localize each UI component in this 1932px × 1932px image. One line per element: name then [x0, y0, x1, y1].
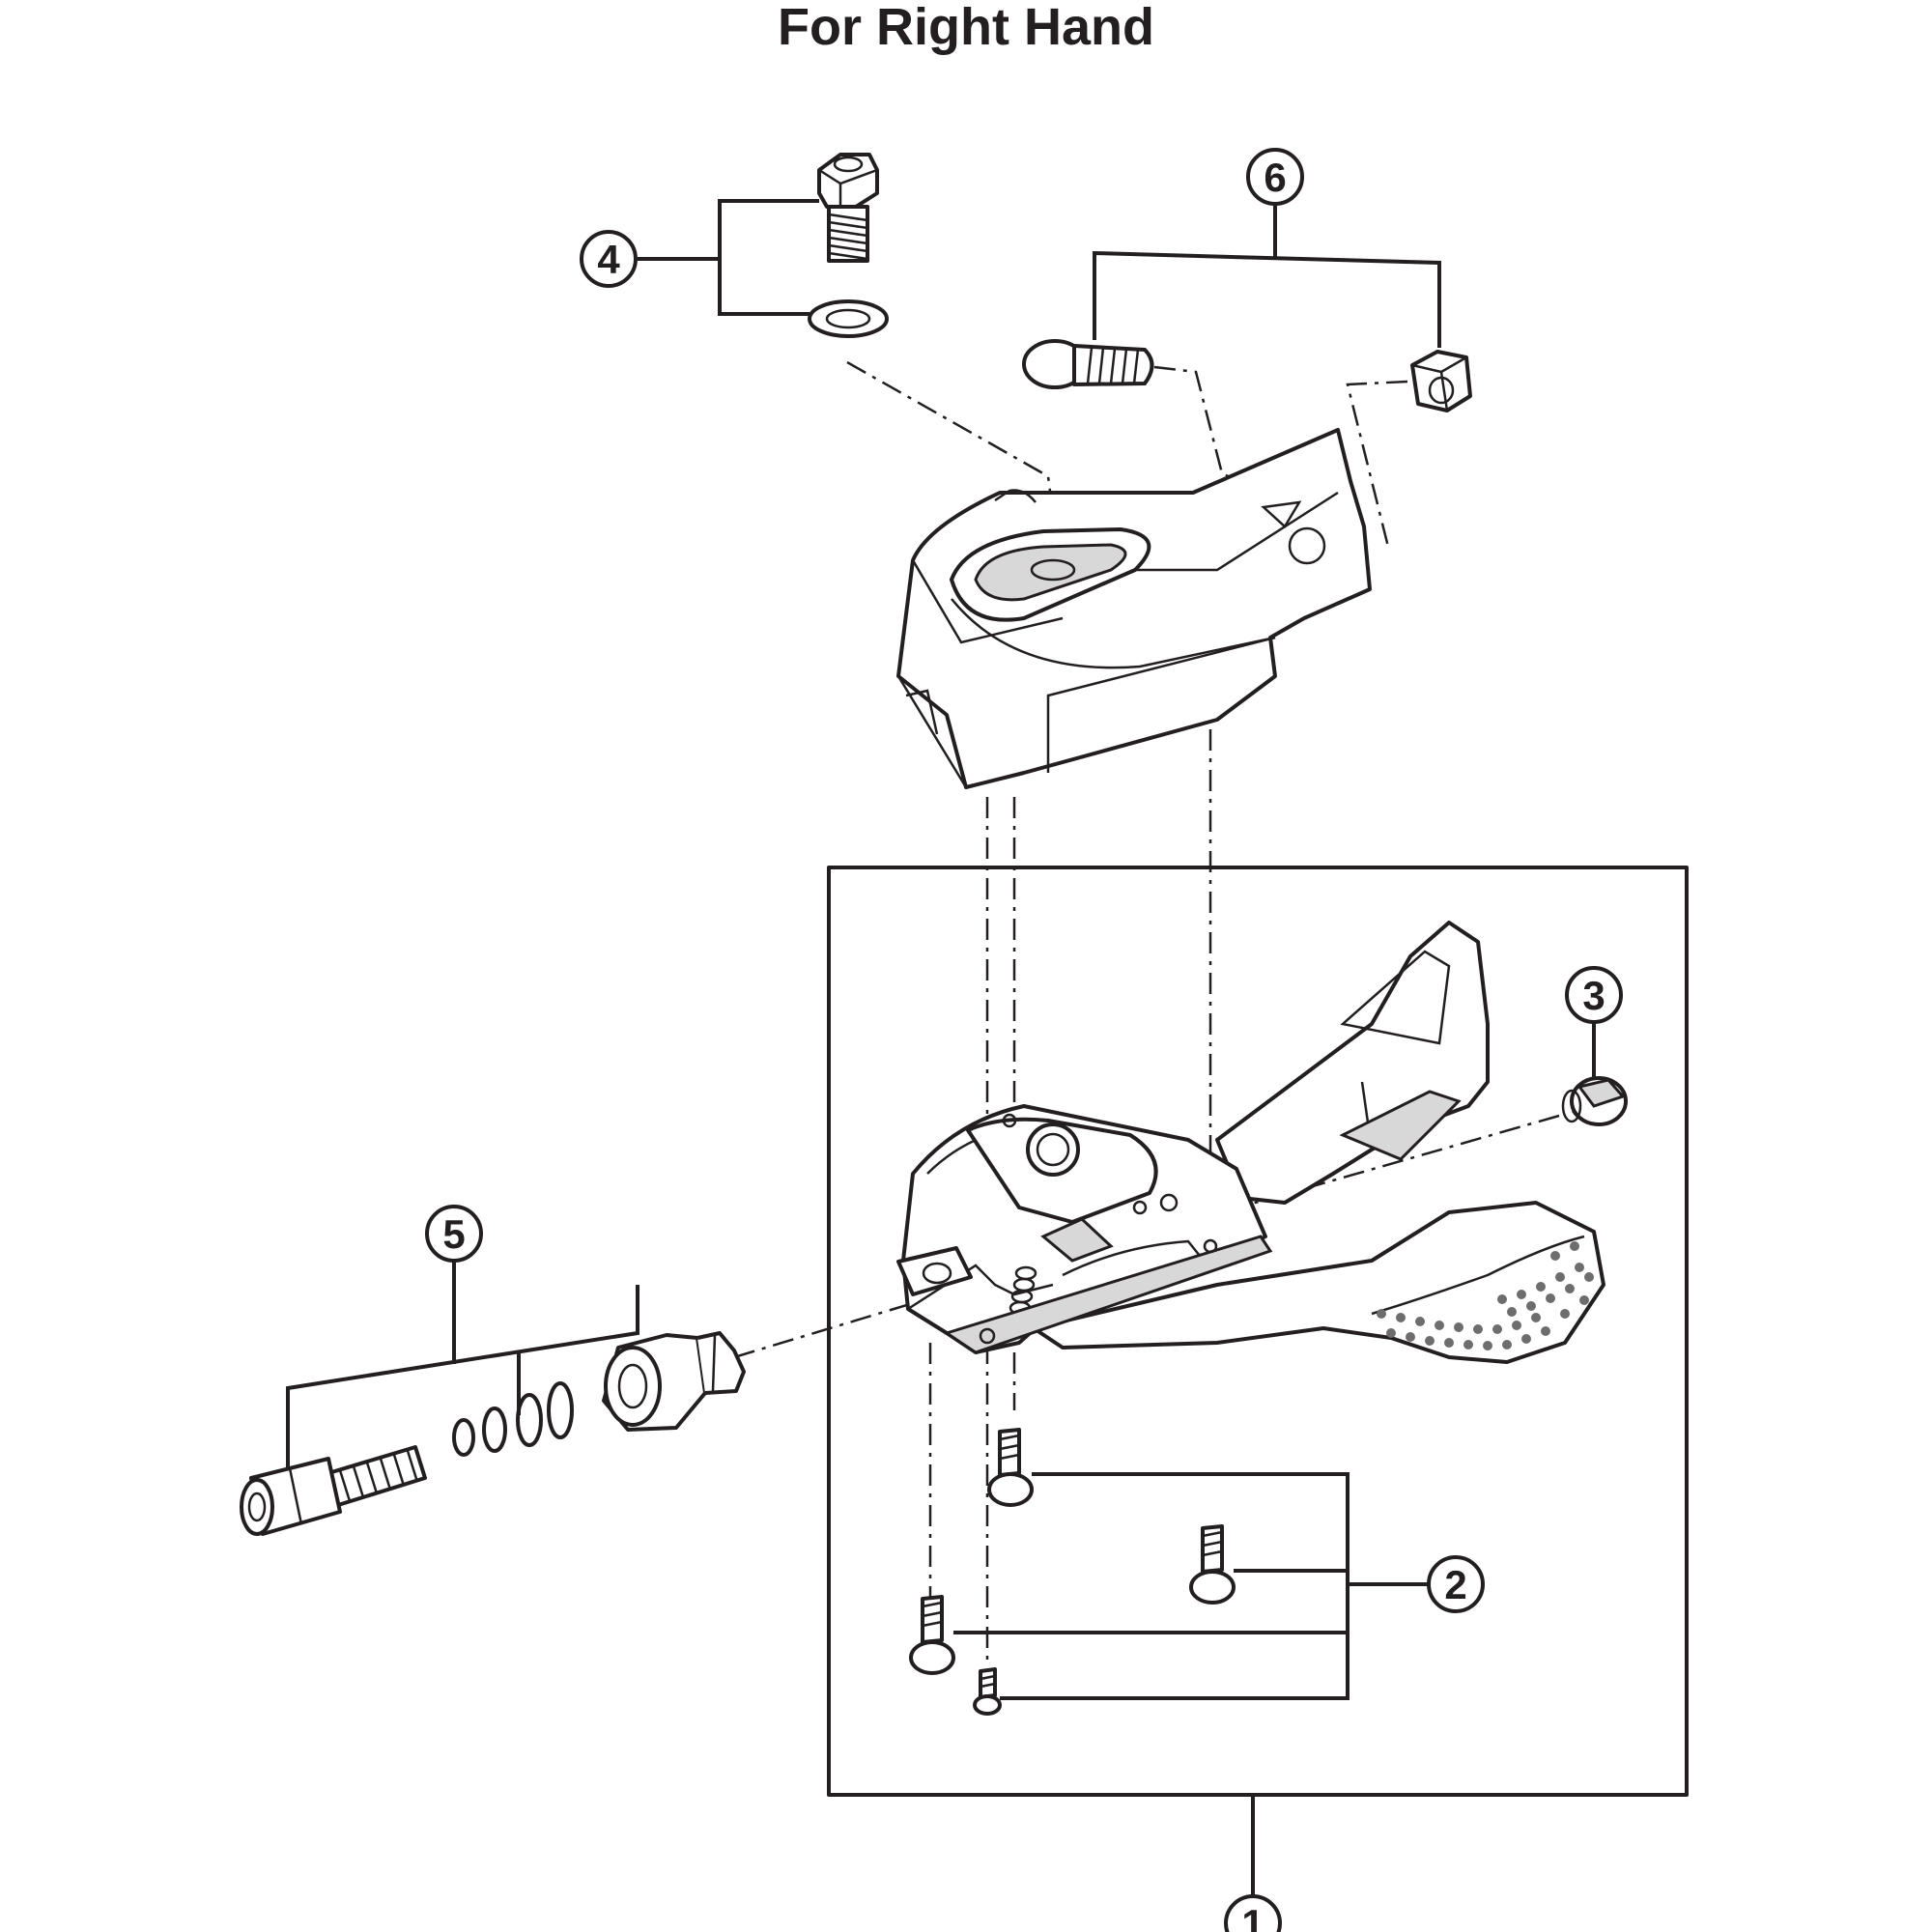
- fixing-screw-1: [987, 1428, 1034, 1507]
- callout-5: 5: [425, 1205, 483, 1263]
- svg-text:1: 1: [1241, 1901, 1264, 1932]
- fixing-screw-3: [909, 1595, 955, 1675]
- adjuster-bolt: [240, 1445, 427, 1536]
- pan-head-bolt: [1022, 339, 1154, 389]
- cable-adjuster-nut: [602, 1331, 746, 1432]
- svg-text:6: 6: [1264, 155, 1286, 200]
- compression-spring: [452, 1381, 574, 1457]
- fixing-screw-4: [973, 1667, 1002, 1716]
- top-cover: [896, 428, 1372, 789]
- cap-screw: [1561, 1076, 1628, 1126]
- diagram-title: For Right Hand: [778, 0, 1154, 56]
- svg-text:4: 4: [597, 237, 620, 282]
- callout-1: 1: [1224, 1894, 1282, 1932]
- fixing-screw-2: [1189, 1524, 1236, 1605]
- bracket-5: [286, 1285, 639, 1468]
- washer: [808, 299, 889, 338]
- callout-4: 4: [580, 230, 638, 288]
- bracket-4: [718, 199, 819, 316]
- bracket-6: [1093, 250, 1441, 348]
- hex-bolt: [817, 153, 879, 263]
- square-nut: [1410, 350, 1472, 412]
- callout-6: 6: [1246, 148, 1304, 206]
- svg-text:2: 2: [1444, 1562, 1466, 1607]
- lever-dimples: [1377, 1241, 1594, 1350]
- shifter-body: [896, 921, 1605, 1364]
- callout-3: 3: [1565, 966, 1623, 1024]
- callout-2: 2: [1427, 1555, 1485, 1613]
- svg-text:3: 3: [1582, 973, 1605, 1018]
- assembly-box: [827, 866, 1689, 1797]
- bracket-2: [1000, 1472, 1350, 1700]
- svg-text:5: 5: [442, 1211, 465, 1257]
